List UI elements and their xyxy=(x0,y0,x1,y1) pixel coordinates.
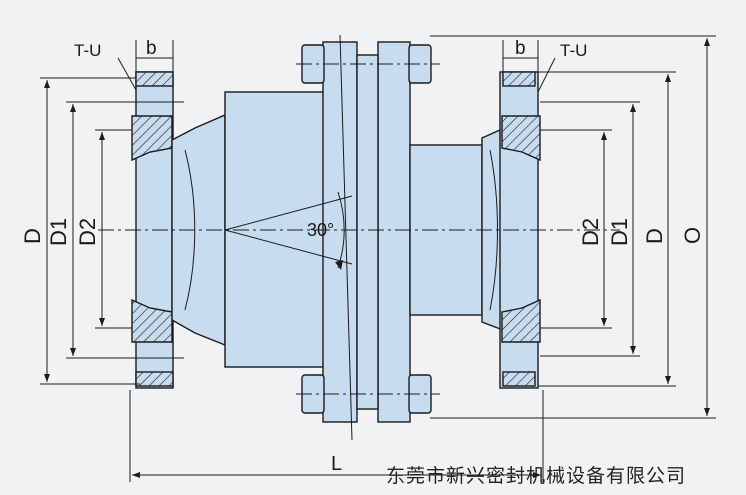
label-d-right: D xyxy=(642,228,667,244)
label-b-left: b xyxy=(146,38,157,59)
label-d2-right: D2 xyxy=(578,218,603,246)
label-d1-left: D1 xyxy=(46,218,71,246)
bottom-bolt xyxy=(296,374,440,414)
angle-arrowhead xyxy=(335,260,343,270)
middle-gasket xyxy=(356,54,379,410)
right-seal-section-bottom xyxy=(501,298,541,343)
top-bolt xyxy=(296,44,440,84)
footer-company-name: 东莞市新兴密封机械设备有限公司 xyxy=(386,465,686,487)
label-o-right: O xyxy=(680,227,705,244)
label-angle: 30° xyxy=(307,220,334,240)
right-bolt-hole-top xyxy=(502,71,536,87)
length-dimension xyxy=(129,390,544,482)
slant-line xyxy=(339,34,353,441)
label-d1-right: D1 xyxy=(607,218,632,246)
left-bolt-hole-bottom xyxy=(135,371,174,387)
label-d2-left: D2 xyxy=(75,218,100,246)
angle-ray-bottom xyxy=(224,229,353,265)
left-seal-section-top xyxy=(131,115,173,162)
right-seal-section-top xyxy=(501,115,541,162)
left-seal-section-bottom xyxy=(131,298,173,343)
right-dimensions xyxy=(430,35,716,419)
angle-ray-top xyxy=(224,195,353,231)
label-t-u-right: T-U xyxy=(560,41,587,60)
label-b-right: b xyxy=(515,38,526,59)
label-t-u-left: T-U xyxy=(74,41,101,60)
left-dimensions xyxy=(40,40,184,385)
label-l-bottom: L xyxy=(331,453,342,475)
label-d-left: D xyxy=(20,228,45,244)
middle-flange-right xyxy=(377,41,411,423)
right-bolt-hole-bottom xyxy=(502,371,536,387)
left-bolt-hole-top xyxy=(135,71,174,87)
